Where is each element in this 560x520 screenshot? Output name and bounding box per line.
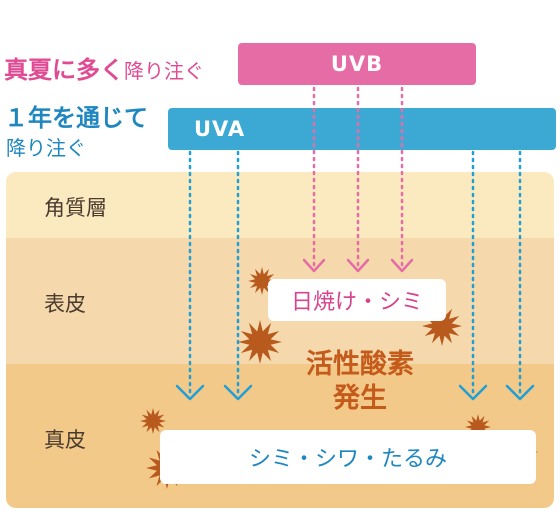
uvb-arrows bbox=[302, 86, 414, 273]
uva-arrows bbox=[175, 150, 535, 401]
aging-box: シミ・シワ・たるみ bbox=[160, 430, 536, 484]
sunburn-text: 日焼け・シミ bbox=[290, 290, 423, 315]
uva-heading: １年を通じて bbox=[4, 104, 148, 132]
ros-text: 活性酸素 発生 bbox=[290, 348, 430, 416]
uva-arrow bbox=[175, 150, 205, 401]
sunburn-box: 日焼け・シミ bbox=[268, 279, 446, 321]
uva-banner: UVA bbox=[168, 108, 556, 150]
uva-arrow bbox=[505, 150, 535, 401]
uvb-banner: UVB bbox=[238, 43, 476, 85]
uvb-heading: 真夏に多く降り注ぐ bbox=[4, 50, 204, 85]
uva-arrow bbox=[223, 150, 253, 401]
burst-icon bbox=[465, 414, 491, 440]
ros-line2: 発生 bbox=[333, 383, 387, 414]
burst-icon bbox=[248, 267, 276, 295]
epidermis-layer: 表皮 bbox=[6, 238, 554, 364]
burst-icon bbox=[140, 408, 166, 434]
ros-line1: 活性酸素 bbox=[306, 349, 414, 380]
uva-label: UVA bbox=[194, 117, 246, 141]
uvb-arrow bbox=[302, 86, 326, 273]
burst-icon bbox=[238, 320, 282, 364]
uvb-heading-main: 真夏に多く bbox=[4, 56, 124, 84]
uvb-label: UVB bbox=[330, 52, 384, 76]
burst-icon bbox=[422, 306, 462, 346]
aging-text: シミ・シワ・たるみ bbox=[248, 447, 447, 472]
stratum-corneum-layer: 角質層 bbox=[6, 172, 554, 238]
dermis-label: 真皮 bbox=[44, 428, 86, 452]
uva-heading-sub: 降り注ぐ bbox=[6, 136, 86, 160]
uvb-arrow bbox=[346, 86, 370, 273]
epidermis-label: 表皮 bbox=[44, 292, 86, 316]
uvb-heading-sub: 降り注ぐ bbox=[124, 59, 204, 83]
uva-arrow bbox=[458, 150, 488, 401]
uvb-arrow bbox=[390, 86, 414, 273]
stratum-corneum-label: 角質層 bbox=[44, 196, 107, 220]
